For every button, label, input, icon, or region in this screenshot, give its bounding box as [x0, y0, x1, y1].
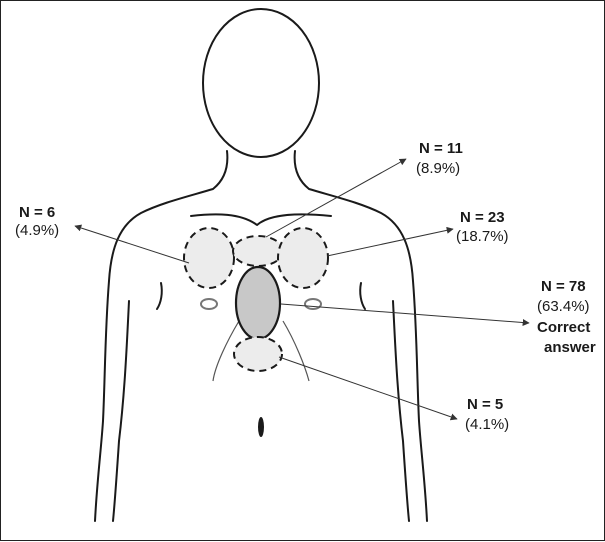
label-correct-line2: answer — [544, 339, 596, 356]
torso-outline-right — [295, 151, 427, 521]
label-lower-sternum-count: N = 78 — [541, 278, 586, 295]
clavicle-line — [191, 214, 331, 225]
label-lower-sternum-percent: (63.4%) — [537, 298, 590, 315]
leader-upper-sternum — [266, 159, 406, 237]
zone-lower-sternum-target — [236, 267, 280, 339]
label-upper-sternum-count: N = 11 — [419, 140, 463, 157]
zone-left-chest — [278, 228, 328, 288]
torso-outline — [95, 151, 227, 521]
label-right-chest-count: N = 6 — [19, 204, 55, 221]
leader-lower-sternum — [281, 304, 529, 323]
label-left-chest-percent: (18.7%) — [456, 228, 509, 245]
label-upper-sternum-percent: (8.9%) — [416, 160, 460, 177]
label-correct-line1: Correct — [537, 319, 590, 336]
left-arm-inner — [393, 301, 409, 521]
label-left-chest-count: N = 23 — [460, 209, 505, 226]
leader-right-chest — [75, 226, 189, 263]
label-epigastric-percent: (4.1%) — [465, 416, 509, 433]
right-nipple — [201, 299, 217, 309]
zone-epigastric — [234, 337, 282, 371]
right-arm-inner — [113, 301, 129, 521]
leader-left-chest — [327, 229, 453, 256]
left-nipple — [305, 299, 321, 309]
label-epigastric-count: N = 5 — [467, 396, 503, 413]
head-outline — [203, 9, 319, 157]
navel — [258, 417, 264, 437]
label-right-chest-percent: (4.9%) — [15, 222, 59, 239]
rib-curve-left — [283, 321, 309, 381]
zone-upper-sternum — [233, 236, 283, 266]
zone-right-chest — [184, 228, 234, 288]
right-armpit — [157, 283, 162, 309]
left-armpit — [360, 283, 365, 309]
leader-epigastric — [279, 357, 457, 419]
